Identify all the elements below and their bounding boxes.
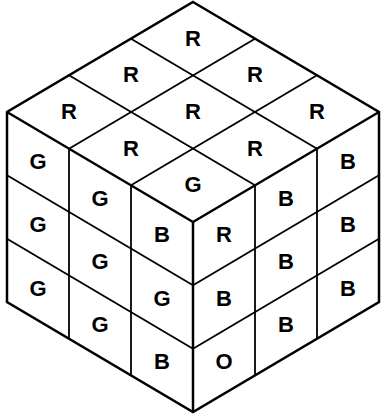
sticker-letter: G — [29, 151, 46, 173]
cube-outline — [7, 2, 379, 412]
sticker-letter: G — [153, 288, 170, 310]
sticker-letter: B — [340, 214, 356, 236]
sticker-letter: R — [185, 101, 201, 123]
sticker-letter: B — [340, 278, 356, 300]
sticker-letter: R — [61, 101, 77, 123]
sticker-letter: O — [215, 351, 232, 373]
sticker-letter: G — [91, 251, 108, 273]
sticker-letter: B — [278, 251, 294, 273]
sticker-letter: B — [278, 314, 294, 336]
cube-edges — [7, 112, 379, 412]
sticker-letter: G — [91, 188, 108, 210]
sticker-letter: B — [278, 188, 294, 210]
sticker-letter: B — [154, 351, 170, 373]
sticker-letter: R — [123, 64, 139, 86]
sticker-letter: R — [247, 64, 263, 86]
sticker-letter: R — [309, 101, 325, 123]
sticker-letter: R — [216, 224, 232, 246]
sticker-letter: G — [91, 314, 108, 336]
sticker-letter: R — [123, 138, 139, 160]
sticker-grid — [7, 39, 379, 376]
sticker-letter: G — [29, 278, 46, 300]
sticker-letter: R — [185, 28, 201, 50]
sticker-letter: B — [216, 288, 232, 310]
sticker-letter: B — [340, 151, 356, 173]
sticker-letter: B — [154, 224, 170, 246]
sticker-letter: G — [184, 174, 201, 196]
sticker-letter: R — [247, 138, 263, 160]
sticker-letter: G — [29, 214, 46, 236]
